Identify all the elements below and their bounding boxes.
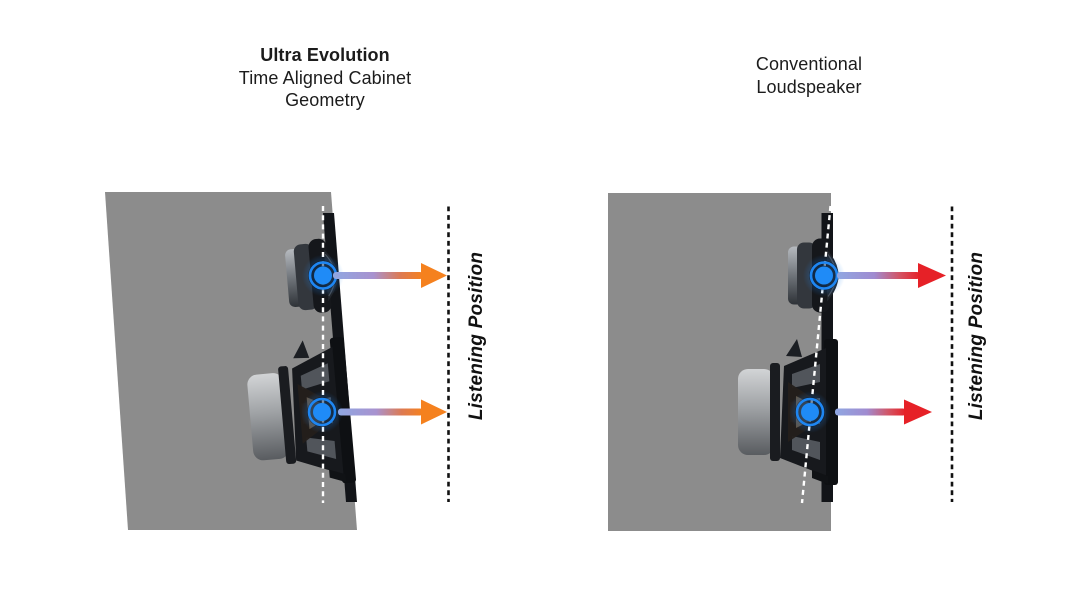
left-panel-title: Ultra Evolution Time Aligned Cabinet Geo… xyxy=(155,44,495,112)
right-panel-title: Conventional Loudspeaker xyxy=(639,53,979,98)
right-title-line2: Loudspeaker xyxy=(756,76,862,97)
listening-position-label: Listening Position xyxy=(466,251,487,421)
left-title-line2: Time Aligned Cabinet xyxy=(238,67,412,88)
ultra-evolution-panel xyxy=(105,192,450,530)
acoustic-center-dot xyxy=(299,389,345,435)
acoustic-center-dot xyxy=(787,389,833,435)
left-title-line3: Geometry xyxy=(285,90,365,110)
tweeter-sound-arrow xyxy=(837,263,946,288)
listening-position-label: Listening Position xyxy=(966,251,987,421)
tweeter-sound-arrow xyxy=(333,263,447,288)
woofer-sound-arrow xyxy=(338,399,447,425)
woofer-sound-arrow xyxy=(835,399,932,425)
right-title-line1: Conventional xyxy=(755,54,863,74)
conventional-panel xyxy=(608,193,954,531)
left-title-heading: Ultra Evolution xyxy=(260,45,390,65)
